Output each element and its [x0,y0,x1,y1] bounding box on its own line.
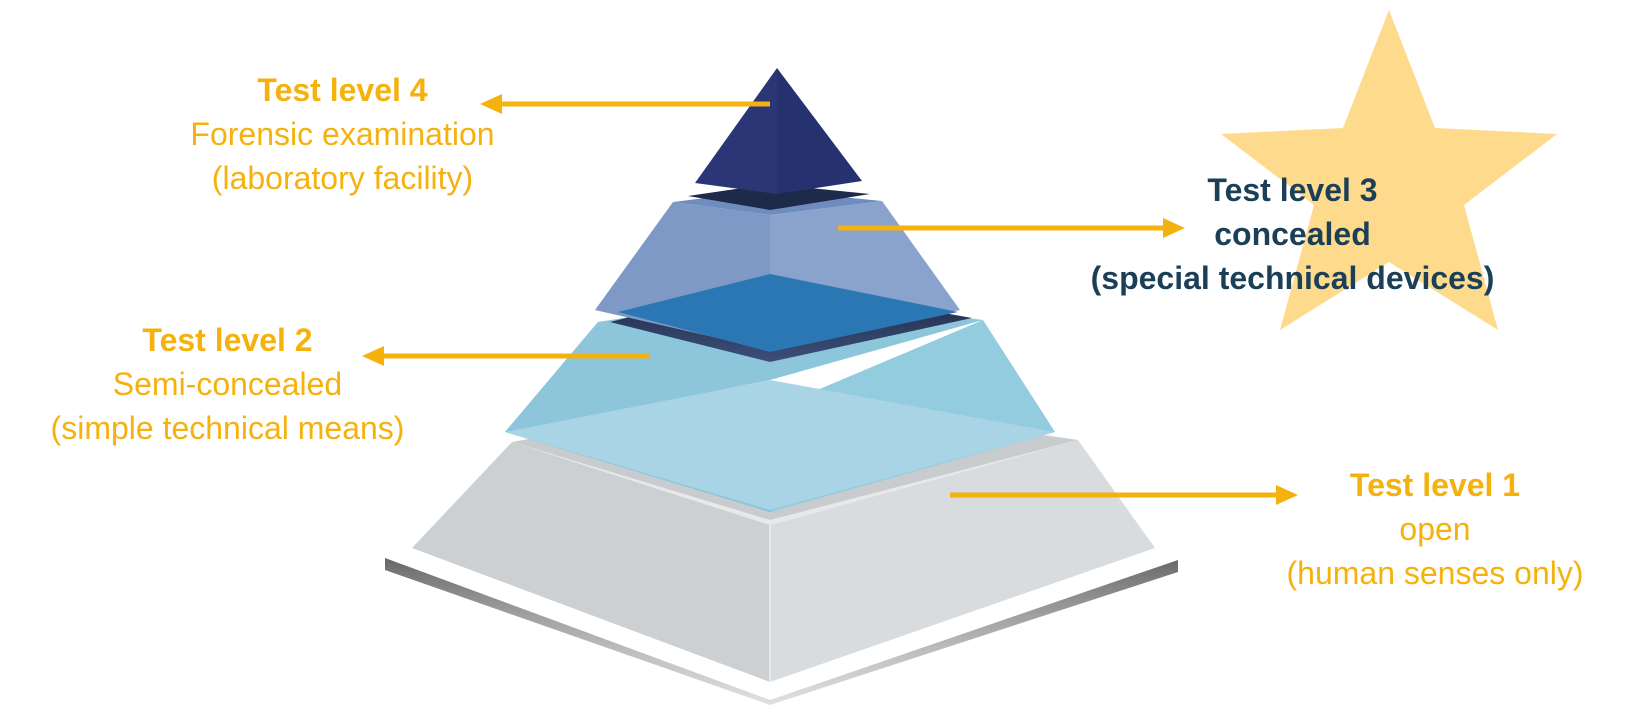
level-4-title: Test level 4 [257,72,428,108]
level-1-line-2: (human senses only) [1286,555,1584,591]
level-2-line-2: (simple technical means) [50,410,405,446]
arrow-level-3 [838,218,1185,238]
level-1-line-1: open [1399,511,1471,547]
level-1-title: Test level 1 [1349,467,1521,503]
level-2-title: Test level 2 [142,322,313,358]
level-4-line-2: (laboratory facility) [211,160,474,196]
level-3-label: Test level 3 concealed (special technica… [1060,168,1525,300]
level-2-label: Test level 2 Semi-concealed (simple tech… [10,318,445,450]
level-1-label: Test level 1 open (human senses only) [1255,463,1615,595]
level-3-title: Test level 3 [1207,172,1378,208]
arrow-level-2 [362,346,650,366]
level-3-line-2: (special technical devices) [1090,260,1495,296]
pyramid-level-4 [695,68,862,194]
level-3-line-1: concealed [1214,216,1371,252]
level-4-label: Test level 4 Forensic examination (labor… [150,68,535,200]
level-2-line-1: Semi-concealed [112,366,343,402]
arrow-level-4 [480,94,770,114]
level-4-line-1: Forensic examination [190,116,495,152]
star-icon [1221,10,1557,330]
arrow-level-1 [950,485,1298,505]
